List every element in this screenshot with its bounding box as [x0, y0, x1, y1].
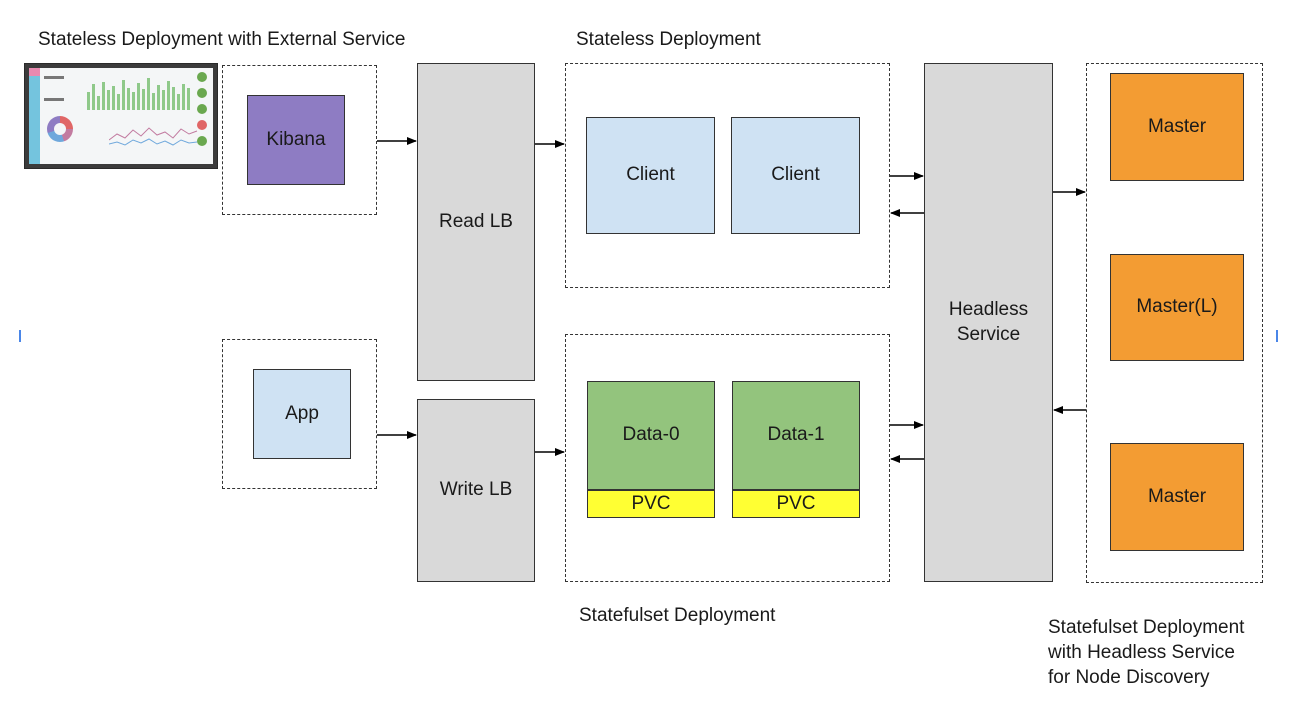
headless-service-label-line-1: Headless [948, 298, 1029, 320]
read-lb-label: Read LB [439, 210, 513, 232]
masters-group-title-line-2: with Headless Service [1048, 642, 1235, 663]
dashboard-status-dot [197, 120, 207, 130]
dashboard-bar-chart [87, 78, 190, 110]
dashboard-screenshot-icon [24, 63, 218, 169]
master-leader-label: Master(L) [1136, 296, 1218, 318]
master-leader-node: Master(L) [1110, 254, 1244, 361]
client-label: Client [626, 164, 675, 186]
write-lb-node: Write LB [417, 399, 535, 582]
read-lb-node: Read LB [417, 63, 535, 381]
dashboard-status-dot [197, 72, 207, 82]
dashboard-status-dot [197, 136, 207, 146]
data-0-label: Data-0 [622, 424, 680, 446]
dashboard-stat [44, 98, 64, 101]
statefulset-group-title: Statefulset Deployment [579, 605, 776, 626]
dashboard-status-dot [197, 88, 207, 98]
kibana-node: Kibana [247, 95, 345, 185]
dashboard-screenshot-body [29, 68, 213, 164]
masters-group-title-line-3: for Node Discovery [1048, 667, 1210, 688]
headless-service-node: Headless Service [924, 63, 1053, 582]
pvc-volume: PVC [587, 490, 715, 518]
stateless-deployment-group [565, 63, 890, 288]
headless-service-label-line-2: Service [956, 323, 1021, 345]
master-label: Master [1147, 485, 1207, 507]
dashboard-status-column [195, 70, 211, 162]
external-service-group-title: Stateless Deployment with External Servi… [38, 29, 406, 50]
client-label: Client [771, 164, 820, 186]
client-node: Client [731, 117, 860, 234]
stateless-group-title: Stateless Deployment [576, 29, 761, 50]
dashboard-donut-chart [47, 116, 73, 142]
statefulset-deployment-group [565, 334, 890, 582]
masters-group-title-line-1: Statefulset Deployment [1048, 617, 1245, 638]
pvc-volume: PVC [732, 490, 860, 518]
client-node: Client [586, 117, 715, 234]
data-0-node: Data-0 [587, 381, 715, 490]
pvc-label: PVC [631, 492, 671, 514]
dashboard-sidebar [29, 68, 40, 164]
kibana-label: Kibana [266, 128, 326, 150]
master-node: Master [1110, 73, 1244, 181]
data-1-node: Data-1 [732, 381, 860, 490]
dashboard-line-chart [109, 127, 198, 146]
write-lb-label: Write LB [439, 479, 513, 501]
app-group [222, 339, 377, 489]
dashboard-stat [44, 76, 64, 79]
master-node: Master [1110, 443, 1244, 551]
kibana-group [222, 65, 377, 215]
masters-group-title: Statefulset Deployment with Headless Ser… [1048, 615, 1244, 690]
master-label: Master [1147, 115, 1207, 137]
masters-group [1086, 63, 1263, 583]
data-1-label: Data-1 [767, 424, 825, 446]
app-label: App [285, 402, 319, 424]
pvc-label: PVC [776, 492, 816, 514]
right-edge-marker [1276, 330, 1278, 342]
left-edge-marker [19, 330, 21, 342]
dashboard-status-dot [197, 104, 207, 114]
app-node: App [253, 369, 351, 459]
